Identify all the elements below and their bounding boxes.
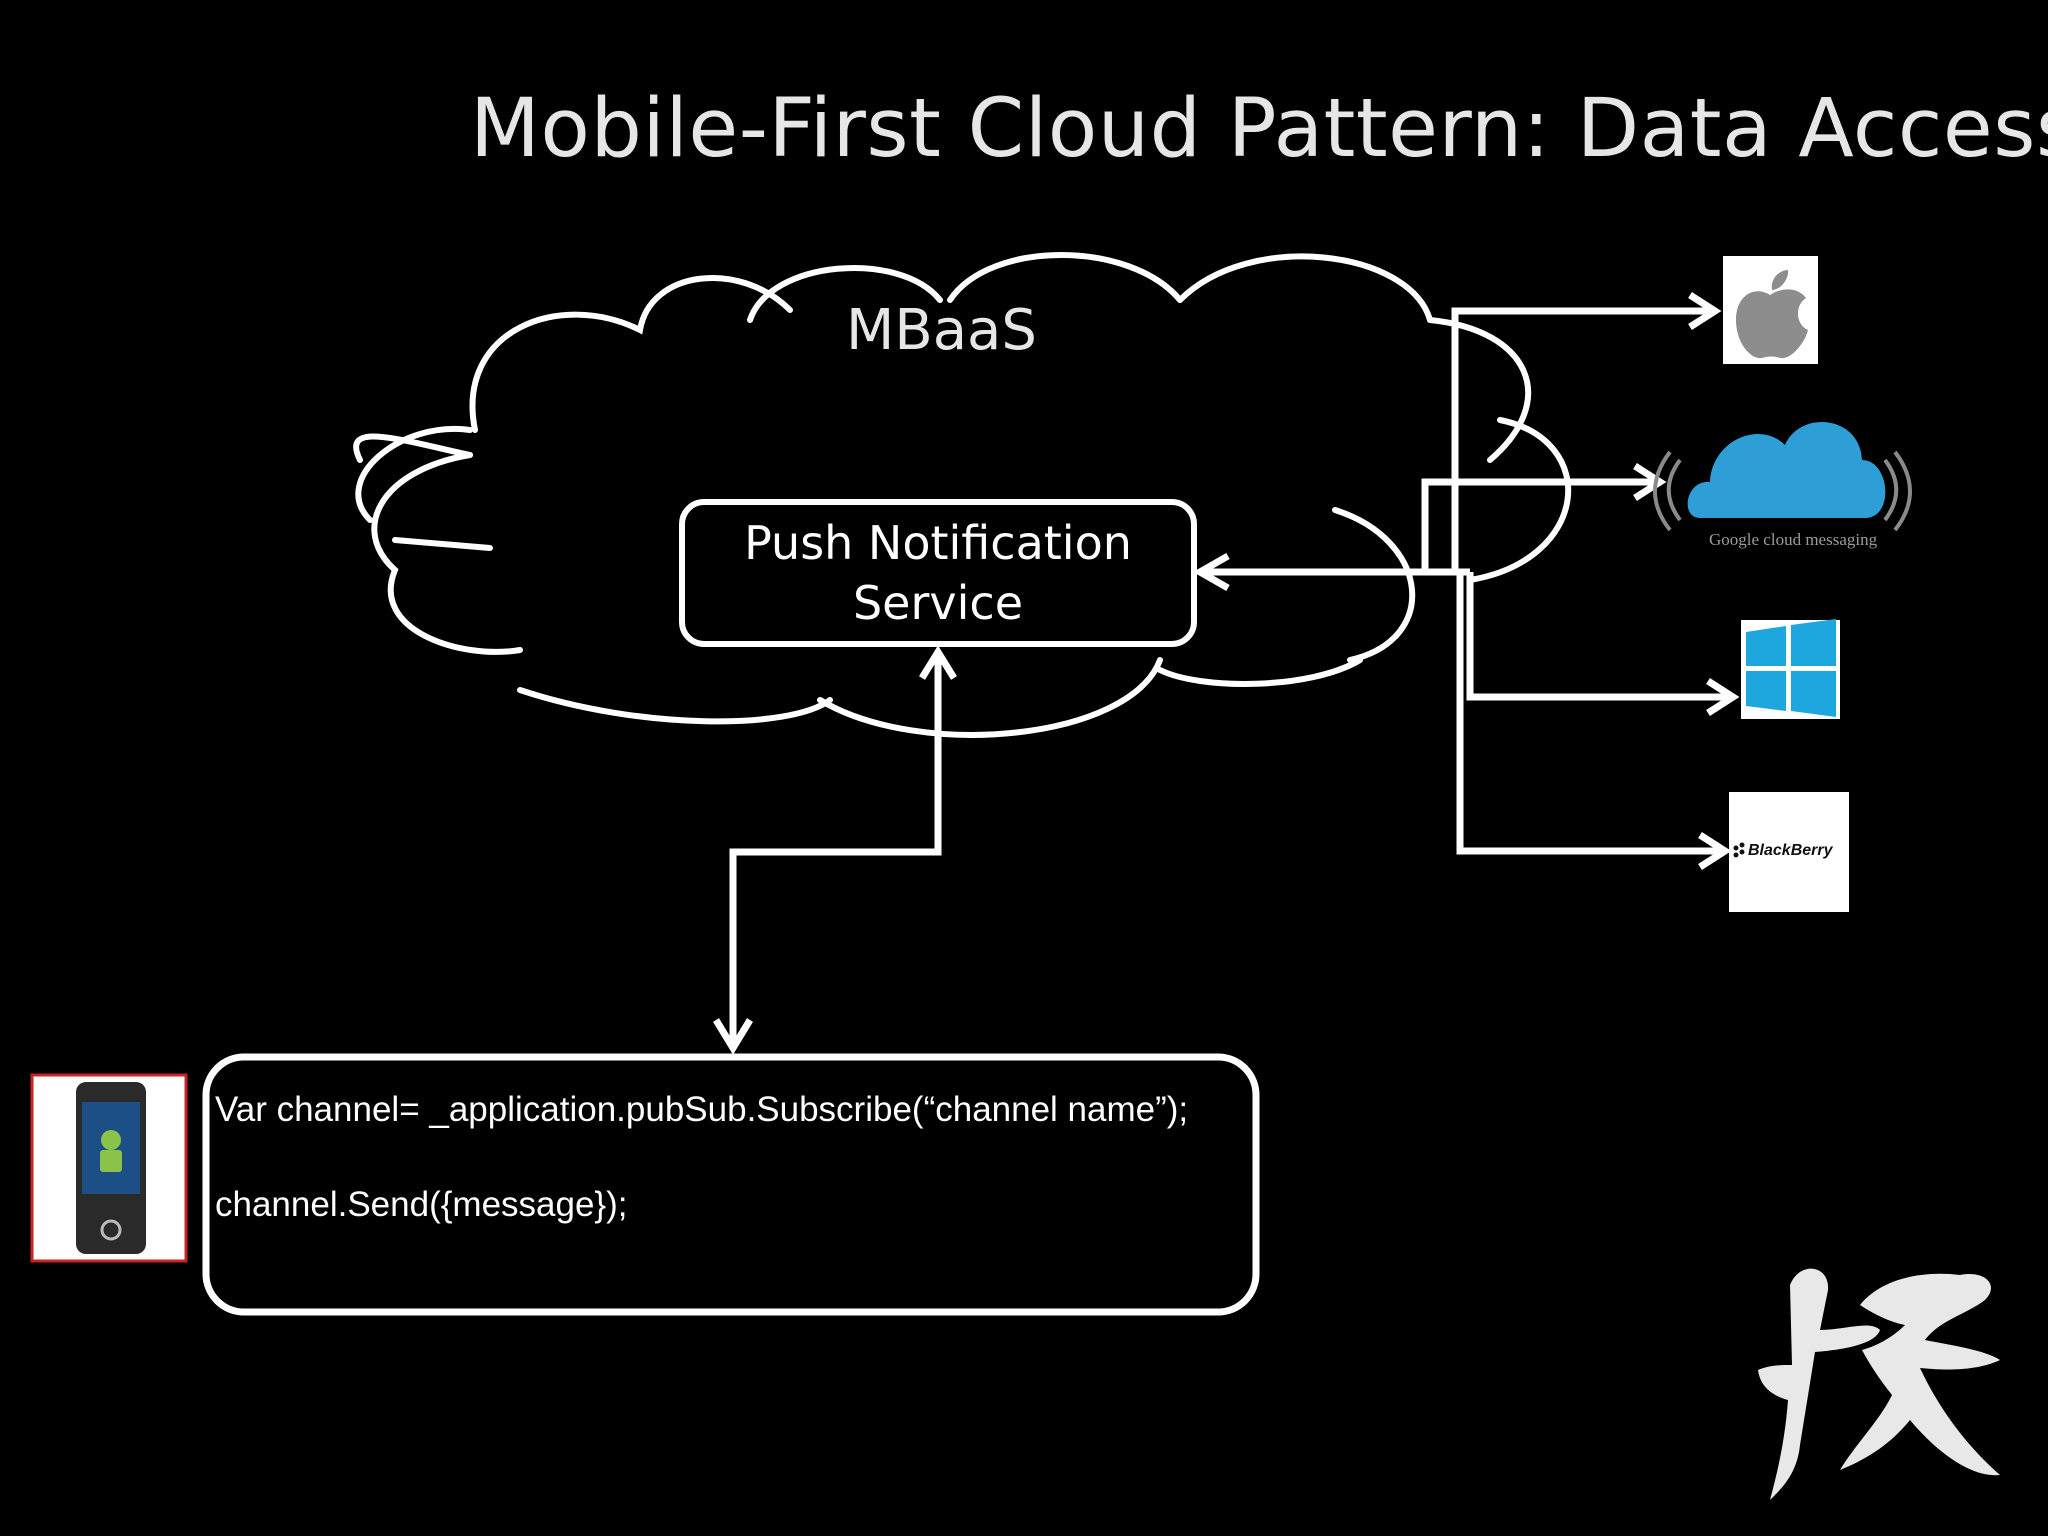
push-notification-service: Push Notification Service	[682, 502, 1194, 644]
windows-logo-icon	[1741, 619, 1840, 719]
apple-logo-icon	[1723, 256, 1818, 364]
code-box	[202, 1053, 1260, 1316]
device-to-service-connector	[713, 645, 957, 1055]
slide-title: Mobile-First Cloud Pattern: Data Access	[470, 82, 2048, 176]
gcm-caption: Google cloud messaging	[1709, 530, 1878, 549]
code-line-subscribe: Var channel= _application.pubSub.Subscri…	[215, 1090, 1189, 1129]
push-service-box	[679, 499, 1197, 647]
android-phone-icon	[30, 1073, 188, 1263]
push-service-line2: Service	[852, 576, 1023, 630]
push-service-line1: Push Notification	[744, 516, 1132, 570]
blackberry-logo-icon	[1729, 792, 1849, 912]
mbaas-label: MBaaS	[846, 298, 1037, 363]
code-line-send: channel.Send({message});	[215, 1185, 628, 1224]
google-cloud-messaging-icon	[1653, 422, 1912, 532]
service-to-platform-connectors	[1192, 292, 1740, 870]
mbaas-cloud	[353, 252, 1572, 738]
blackberry-logo-text: BlackBerry	[1748, 842, 1833, 859]
brush-calligraphy-logo-icon	[1758, 1268, 2000, 1500]
